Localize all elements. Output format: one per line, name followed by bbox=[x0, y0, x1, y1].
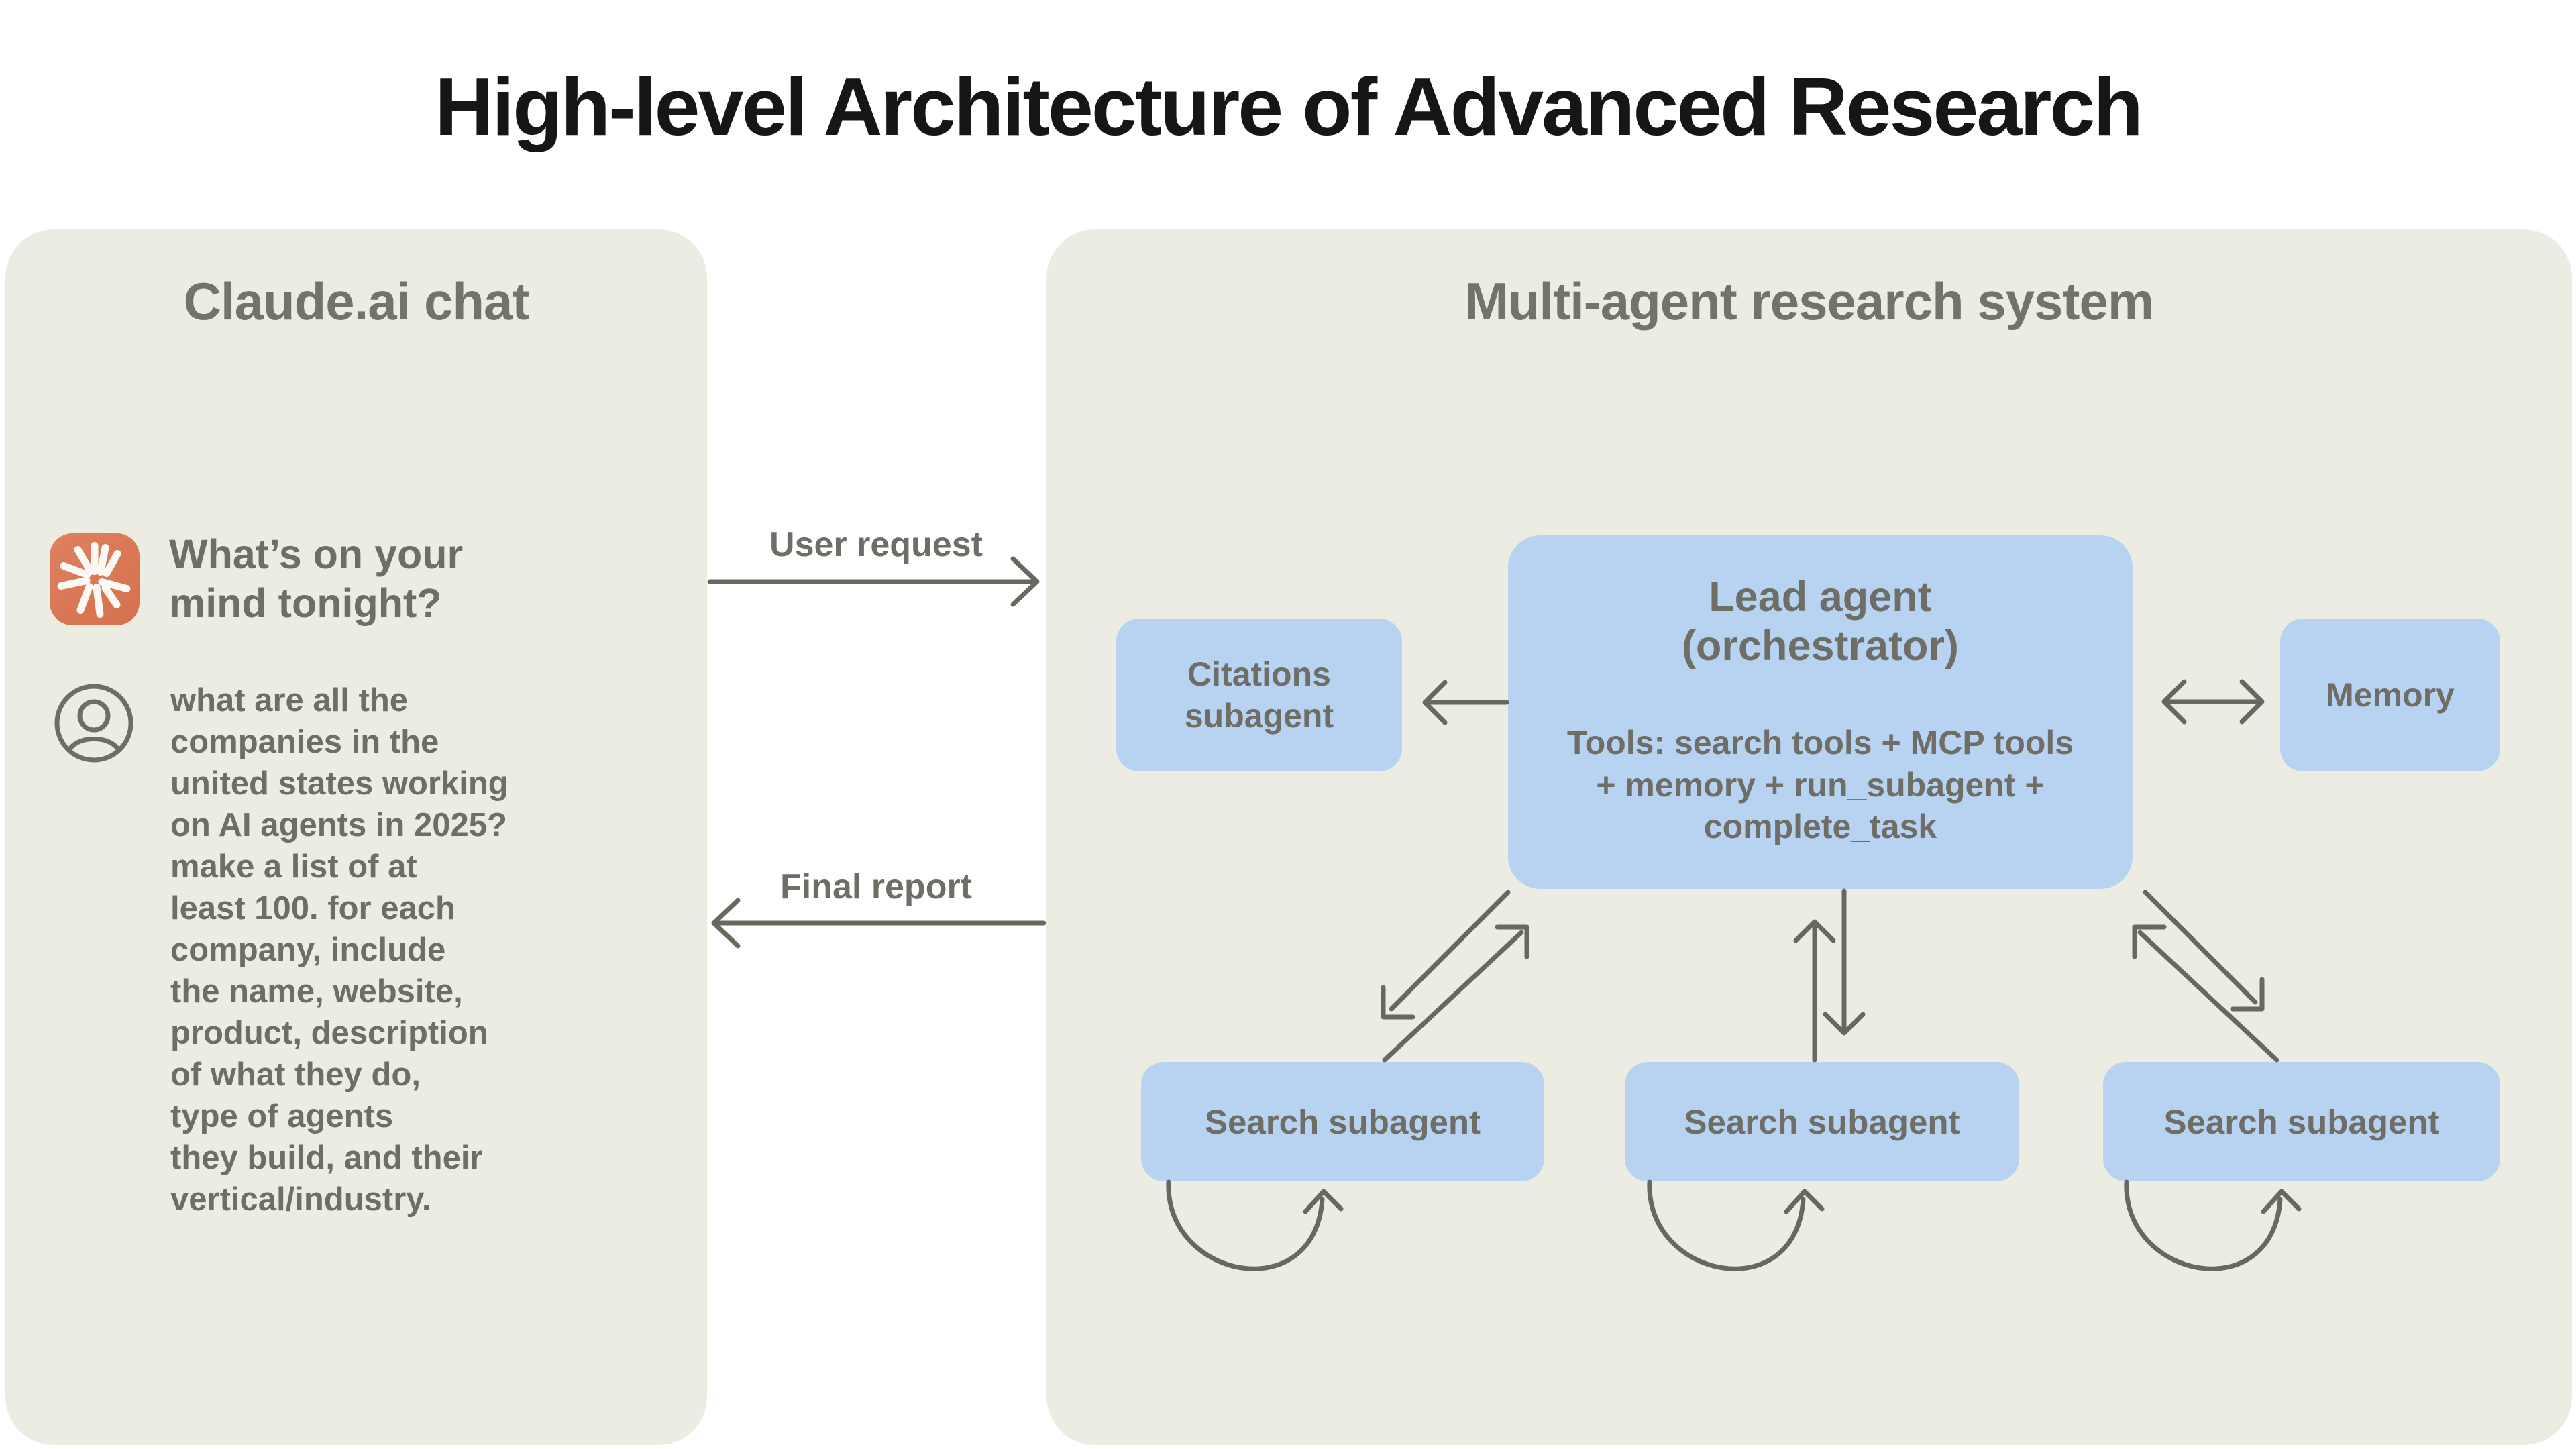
search-subagent-box-2: Search subagent bbox=[1625, 1062, 2019, 1181]
search-subagent-box-3: Search subagent bbox=[2103, 1062, 2500, 1181]
page-title: High-level Architecture of Advanced Rese… bbox=[435, 61, 2143, 152]
user-avatar-icon bbox=[52, 682, 136, 765]
search-subagent-label: Search subagent bbox=[2163, 1102, 2440, 1141]
search-subagent-box-1: Search subagent bbox=[1141, 1062, 1544, 1181]
lead-agent-title: Lead agent (orchestrator) bbox=[1681, 574, 1960, 670]
citations-subagent-box: Citations subagent bbox=[1116, 619, 1402, 771]
user-request-label: User request bbox=[769, 525, 983, 564]
spark-glyph bbox=[57, 542, 131, 618]
lead-agent-box: Lead agent (orchestrator) Tools: search … bbox=[1508, 535, 2133, 889]
memory-box: Memory bbox=[2280, 619, 2500, 771]
assistant-prompt: What’s on your mind tonight? bbox=[169, 531, 464, 627]
user-message: what are all the companies in the united… bbox=[170, 682, 508, 1218]
citations-subagent-label: Citations subagent bbox=[1184, 655, 1334, 735]
user-request-arrow bbox=[707, 556, 1040, 607]
lead-agent-tools: Tools: search tools + MCP tools + memory… bbox=[1566, 724, 2074, 846]
claude-chat-panel-title: Claude.ai chat bbox=[183, 272, 530, 331]
claude-spark-icon bbox=[50, 533, 140, 625]
search-subagent-label: Search subagent bbox=[1205, 1102, 1481, 1141]
multi-agent-panel-title: Multi-agent research system bbox=[1464, 272, 2154, 331]
final-report-label: Final report bbox=[780, 867, 973, 906]
search-subagent-label: Search subagent bbox=[1684, 1102, 1960, 1141]
memory-label: Memory bbox=[2326, 676, 2455, 714]
final-report-arrow bbox=[711, 898, 1046, 949]
claude-chat-panel bbox=[5, 229, 707, 1445]
